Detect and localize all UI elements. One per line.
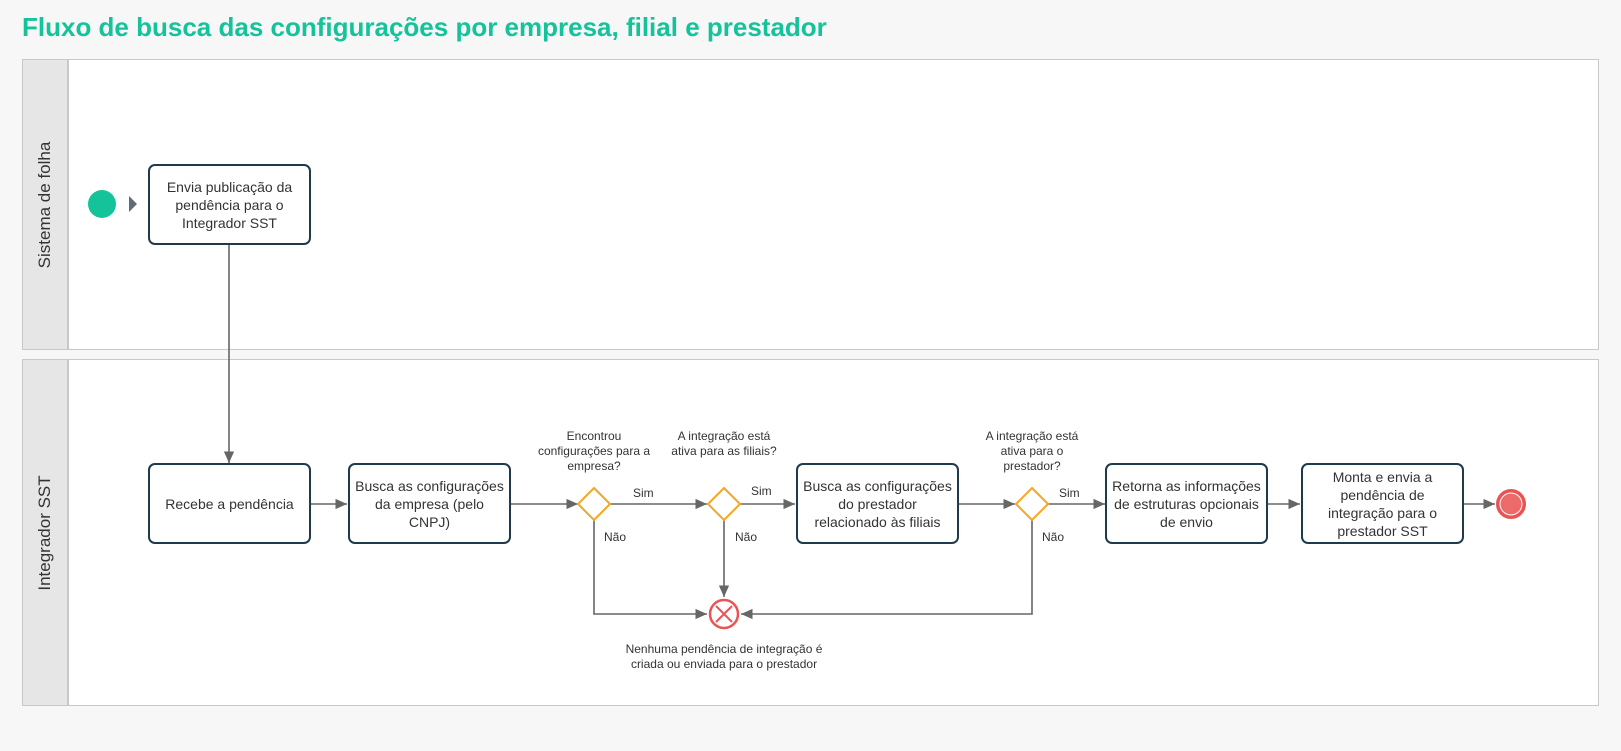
edge-label-sim-3: Sim — [1059, 486, 1080, 500]
task-busca-prestador: Busca as configurações do prestador rela… — [796, 463, 959, 544]
gateway-prestador-label: A integração está ativa para o prestador… — [985, 429, 1079, 473]
cancel-x-icon — [715, 605, 733, 623]
flow-g1-nao — [593, 520, 707, 620]
task-busca-empresa: Busca as configurações da empresa (pelo … — [348, 463, 511, 544]
edge-label-nao-3: Não — [1042, 530, 1065, 544]
error-end-label: Nenhuma pendência de integração é criada… — [625, 642, 823, 671]
edge-label-sim-1: Sim — [633, 486, 654, 500]
start-event-marker-icon — [129, 196, 137, 212]
lane-header-integrador-sst: Integrador SST — [22, 359, 68, 706]
gateway-filiais — [706, 486, 742, 522]
task-recebe-pendencia: Recebe a pendência — [148, 463, 311, 544]
edge-label-nao-1: Não — [604, 530, 627, 544]
edge-label-nao-2: Não — [735, 530, 758, 544]
start-event — [88, 190, 116, 218]
flow-g3-nao — [741, 520, 1033, 620]
task-monta-envia: Monta e envia a pendência de integração … — [1301, 463, 1464, 544]
end-event-inner — [1499, 492, 1523, 516]
lane-header-sistema-folha: Sistema de folha — [22, 59, 68, 350]
page-title: Fluxo de busca das configurações por emp… — [22, 12, 827, 42]
gateway-prestador — [1014, 486, 1050, 522]
task-envia-publicacao: Envia publicação da pendência para o Int… — [148, 164, 311, 245]
edge-label-sim-2: Sim — [751, 484, 772, 498]
gateway-empresa — [576, 486, 612, 522]
gateway-filiais-label: A integração está ativa para as filiais? — [671, 429, 777, 458]
task-retorna-informacoes: Retorna as informações de estruturas opc… — [1105, 463, 1268, 544]
gateway-empresa-label: Encontrou configurações para a empresa? — [537, 429, 651, 473]
lane-sistema-folha — [68, 59, 1599, 350]
